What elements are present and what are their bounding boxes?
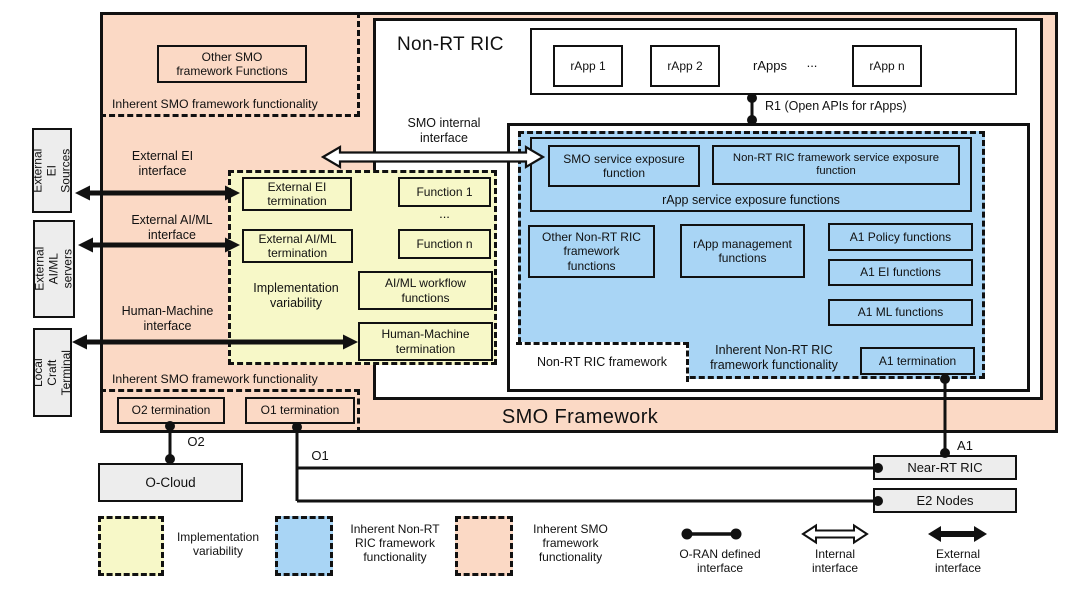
non-rt-ric-framework-label: Non-RT RIC framework <box>536 355 668 369</box>
inherent-smo-top-label: Inherent SMO framework functionality <box>112 97 318 111</box>
rapps-label: rApps <box>753 58 787 73</box>
o-cloud-box: O-Cloud <box>98 463 243 502</box>
aiml-workflow-functions-box: AI/ML workflow functions <box>358 271 493 310</box>
r1-interface-label: R1 (Open APIs for rApps) <box>765 99 907 113</box>
external-aiml-interface-label: External AI/ML interface <box>131 213 213 242</box>
other-non-rt-ric-framework-functions-box: Other Non-RT RIC framework functions <box>528 225 655 278</box>
o1-line <box>295 424 873 503</box>
inherent-smo-bottom-label: Inherent SMO framework functionality <box>112 372 318 386</box>
non-rt-ric-title: Non-RT RIC <box>397 34 504 55</box>
inherent-smo-top-region <box>100 12 360 117</box>
external-aiml-servers-label: External AI/ML servers <box>32 246 74 292</box>
near-rt-ric-box: Near-RT RIC <box>873 455 1017 480</box>
local-craft-terminal-label: Local Craft Terminal <box>30 349 73 396</box>
legend-swatch-inherent-non-rt-ric <box>275 516 333 576</box>
oran-interface-icon <box>681 528 742 540</box>
smo-service-exposure-box: SMO service exposure function <box>548 145 700 187</box>
e2-nodes-box: E2 Nodes <box>873 488 1017 513</box>
rapp-service-exposure-label: rApp service exposure functions <box>662 193 840 207</box>
a1-termination-box: A1 termination <box>860 347 975 375</box>
human-machine-termination-box: Human-Machine termination <box>358 322 493 361</box>
legend-label-implementation-variability: Implementation variability <box>176 530 260 559</box>
non-rt-ric-framework-notch <box>516 342 689 382</box>
legend-swatch-inherent-smo <box>455 516 513 576</box>
rapp-2-box: rApp 2 <box>650 45 720 87</box>
external-ei-termination-box: External EI termination <box>242 177 352 211</box>
a1-interface-label: A1 <box>957 438 973 453</box>
human-machine-interface-label: Human-Machine interface <box>121 304 214 333</box>
external-ei-sources-box: External EI Sources <box>30 128 72 213</box>
legend-label-oran-interface: O-RAN defined interface <box>679 547 761 576</box>
external-aiml-servers-box: External AI/ML servers <box>32 220 75 318</box>
o1-interface-label: O1 <box>311 448 329 463</box>
o2-termination-box: O2 termination <box>117 397 225 424</box>
smo-internal-interface-label: SMO internal interface <box>407 116 481 145</box>
functions-ellipsis: ... <box>439 206 450 221</box>
legend-swatch-implementation-variability <box>98 516 164 576</box>
implementation-variability-label: Implementation variability <box>253 281 339 310</box>
o1-termination-box: O1 termination <box>245 397 355 424</box>
inherent-smo-bottom-region <box>100 389 360 433</box>
external-ei-sources-label: External EI Sources <box>30 148 72 193</box>
a1-policy-functions-box: A1 Policy functions <box>828 223 973 251</box>
inherent-non-rt-ric-label: Inherent Non-RT RIC framework functional… <box>710 343 838 372</box>
legend-label-inherent-smo: Inherent SMO framework functionality <box>533 522 608 565</box>
local-craft-terminal-box: Local Craft Terminal <box>30 328 73 417</box>
legend-label-inherent-non-rt-ric: Inherent Non-RT RIC framework functional… <box>350 522 440 565</box>
internal-interface-icon <box>801 523 869 545</box>
rapp-1-box: rApp 1 <box>553 45 623 87</box>
a1-ei-functions-box: A1 EI functions <box>828 259 973 286</box>
a1-ml-functions-box: A1 ML functions <box>828 299 973 326</box>
legend-label-internal-interface: Internal interface <box>811 547 859 576</box>
other-smo-framework-functions-box: Other SMO framework Functions <box>157 45 307 83</box>
framework-service-exposure-box: Non-RT RIC framework service exposure fu… <box>712 145 960 185</box>
o2-interface-label: O2 <box>187 434 205 449</box>
function-n-box: Function n <box>398 229 491 259</box>
rapps-ellipsis: ... <box>806 55 818 70</box>
rapp-n-box: rApp n <box>852 45 922 87</box>
function-1-box: Function 1 <box>398 177 491 207</box>
smo-framework-title: SMO Framework <box>501 406 659 428</box>
rapp-management-functions-box: rApp management functions <box>680 224 805 278</box>
external-aiml-termination-box: External AI/ML termination <box>242 229 353 263</box>
external-interface-icon <box>928 526 987 542</box>
external-ei-interface-label: External EI interface <box>131 149 194 178</box>
legend-label-external-interface: External interface <box>934 547 982 576</box>
